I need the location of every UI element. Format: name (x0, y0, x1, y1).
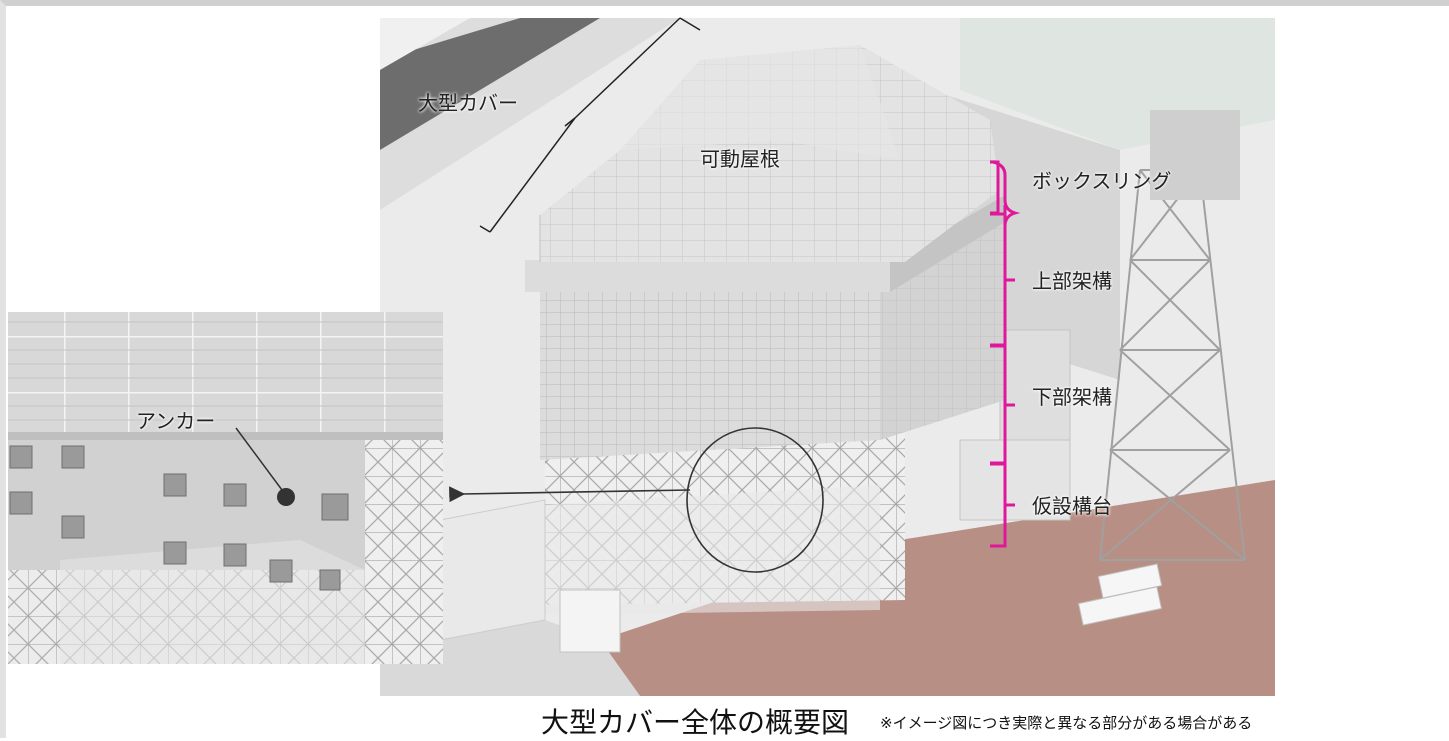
large-cover-bracket (479, 17, 701, 233)
label-temporary-platform: 仮設構台 (1032, 494, 1112, 518)
magnifier-circle-icon (686, 427, 824, 573)
label-box-ring: ボックスリング (1032, 169, 1172, 193)
label-lower-frame: 下部架構 (1032, 385, 1112, 409)
section-brackets (990, 160, 1021, 548)
label-anchor: アンカー (136, 409, 216, 433)
leader-line-icon (235, 427, 283, 491)
figure-caption: 大型カバー全体の概要図 (541, 706, 850, 739)
label-upper-frame: 上部架構 (1032, 269, 1112, 293)
label-large-cover: 大型カバー (418, 91, 518, 115)
figure-note: ※イメージ図につき実際と異なる部分がある場合がある (880, 714, 1253, 732)
zoom-inset (8, 312, 443, 664)
arrow-icon (449, 486, 691, 503)
label-movable-roof: 可動屋根 (700, 147, 780, 171)
